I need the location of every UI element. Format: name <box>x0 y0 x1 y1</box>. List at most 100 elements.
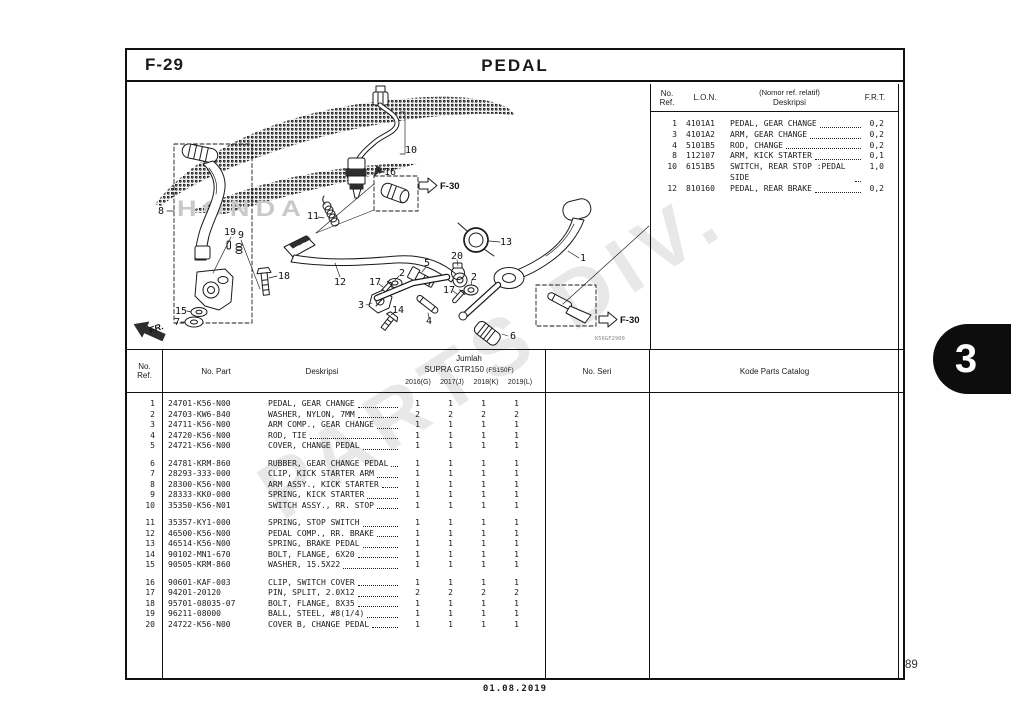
diagram-callout-2: 2 <box>471 272 477 283</box>
part-number-cell: 46514-K56-N00 <box>168 539 231 548</box>
title-bar: F-29 PEDAL <box>127 50 903 82</box>
ref-no-cell: 9 <box>150 490 155 499</box>
qty-cell: 1 <box>481 609 486 618</box>
desc-text: WASHER, 15.5X22 <box>268 560 341 569</box>
qty-cell: 1 <box>415 609 420 618</box>
qty-cell: 1 <box>415 528 420 538</box>
diagram-callout-11: 11 <box>307 211 319 222</box>
qty-cell: 1 <box>481 549 486 559</box>
qty-cell: 1 <box>481 458 486 468</box>
ref-no-cell: 15 <box>145 560 155 569</box>
qty-cell: 1 <box>415 619 420 629</box>
dot-leader <box>372 627 398 628</box>
dot-leader <box>357 406 398 408</box>
desc-text: PEDAL, GEAR CHANGE <box>730 119 817 128</box>
desc-text: COVER, CHANGE PEDAL <box>268 441 360 450</box>
qty-cell: 1 <box>481 528 486 538</box>
bolt-18 <box>256 267 272 296</box>
qty-cell: 1 <box>481 539 486 548</box>
qty-cell: 1 <box>514 539 519 548</box>
dot-leader <box>362 448 398 450</box>
lon-cell: 4101A1 <box>686 119 715 128</box>
desc-text: SWITCH, REAR STOP :PEDAL SIDE <box>730 162 846 182</box>
qty-cell: 1 <box>415 598 420 608</box>
qty-cell: 1 <box>415 441 420 450</box>
ref-no-cell: 6 <box>150 458 155 468</box>
desc-cell: PEDAL COMP., RR. BRAKE <box>268 529 401 540</box>
qty-cell: 1 <box>448 479 453 489</box>
pin-16 <box>373 165 385 177</box>
qty-cell: 1 <box>448 500 453 510</box>
ref-no-cell: 10 <box>145 500 155 510</box>
kick-starter-arm <box>181 143 272 328</box>
deskripsi-header: Deskripsi <box>305 367 339 376</box>
ref-no-cell: 20 <box>145 619 155 629</box>
frt-cell: 0,2 <box>869 129 884 139</box>
f30-ref-bottom: F-30 <box>620 315 640 326</box>
part-number-cell: 35357-KY1-000 <box>168 518 231 527</box>
desc-text: SPRING, STOP SWITCH <box>268 518 360 527</box>
qty-cell: 1 <box>415 577 420 587</box>
desc-cell: COVER B, CHANGE PEDAL <box>268 620 401 631</box>
qty-cell: 1 <box>514 560 519 569</box>
clip-20 <box>451 262 465 280</box>
dot-leader <box>376 536 398 537</box>
fr-label: FR. <box>148 321 165 335</box>
desc-text: PEDAL COMP., RR. BRAKE <box>268 528 374 538</box>
qty-cell: 2 <box>481 409 486 419</box>
desc-cell: ARM, KICK STARTER <box>730 151 864 162</box>
diagram-callout-16: 16 <box>384 167 396 178</box>
desc-text: PEDAL, GEAR CHANGE <box>268 399 355 408</box>
qty-cell: 2 <box>415 588 420 597</box>
part-number-cell: 28300-K56-N00 <box>168 479 231 489</box>
qty-cell: 1 <box>415 490 420 499</box>
qty-cell: 1 <box>481 500 486 510</box>
frt-cell: 0,2 <box>869 183 884 193</box>
qty-cell: 1 <box>415 458 420 468</box>
qty-cell: 1 <box>448 539 453 548</box>
exploded-diagram: HONDA <box>133 85 650 346</box>
diagram-callout-17: 17 <box>369 277 381 288</box>
ref-no-cell: 4 <box>672 140 677 150</box>
desc-cell: SWITCH ASSY., RR. STOP <box>268 501 401 512</box>
dot-leader <box>367 616 398 618</box>
dot-leader <box>309 438 398 439</box>
qty-cell: 1 <box>448 609 453 618</box>
desc-cell: WASHER, NYLON, 7MM <box>268 410 401 421</box>
ref-no-cell: 5 <box>150 441 155 450</box>
qty-cell: 1 <box>514 518 519 527</box>
dot-leader <box>343 567 398 569</box>
qty-cell: 1 <box>481 490 486 499</box>
diagram-callout-13: 13 <box>500 237 512 248</box>
qty-cell: 1 <box>514 619 519 629</box>
desc-text: WASHER, NYLON, 7MM <box>268 409 355 419</box>
ref-no-cell: 8 <box>672 151 677 161</box>
rubber-detail-box <box>373 175 419 212</box>
part-number-cell: 46500-K56-N00 <box>168 528 231 538</box>
dot-leader <box>819 126 861 128</box>
change-link-arm <box>373 273 451 302</box>
qty-cell: 1 <box>514 500 519 510</box>
year-columns: 2016(G) 2017(J) 2018(K) 2019(L) <box>401 377 537 388</box>
lon-col-header: L.O.N. <box>693 93 717 102</box>
brake-spring-13 <box>457 222 495 257</box>
no-ref-header: No. Ref. <box>137 362 152 380</box>
desc-cell: CLIP, SWITCH COVER <box>268 578 401 589</box>
qty-cell: 1 <box>481 441 486 450</box>
qty-cell: 1 <box>415 469 420 478</box>
